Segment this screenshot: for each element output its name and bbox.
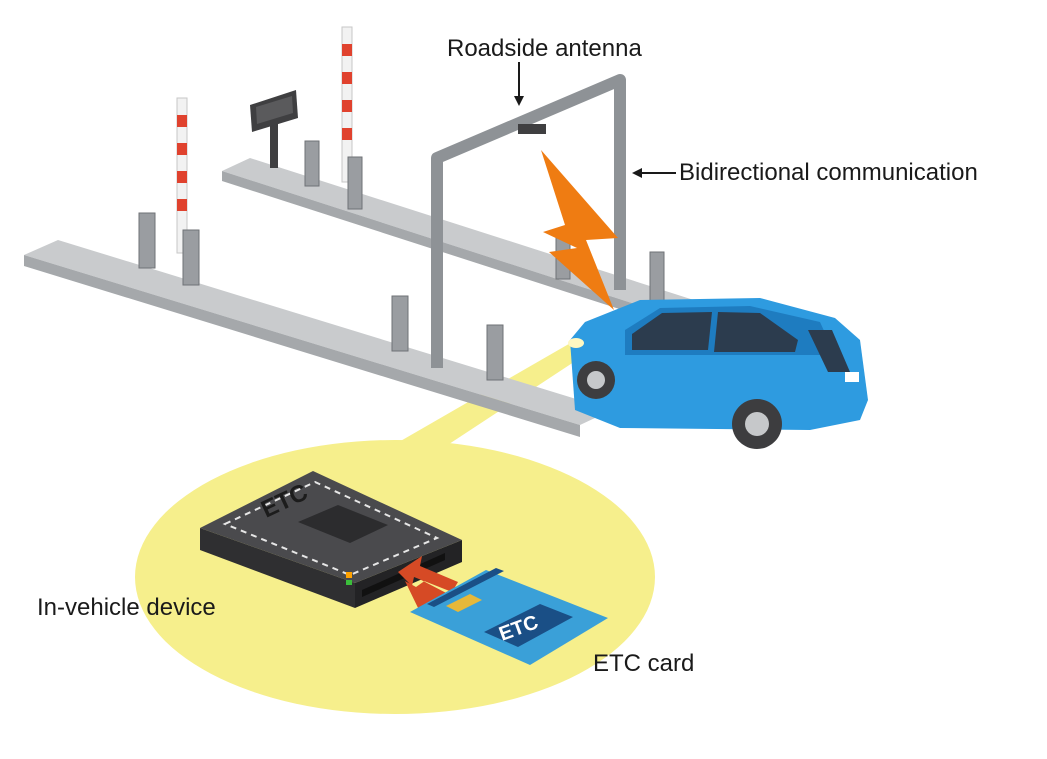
toll-island-front: [24, 240, 612, 437]
antenna-gantry: [431, 74, 626, 368]
bidirectional-communication-label: Bidirectional communication: [679, 159, 978, 186]
in-vehicle-device-label: In-vehicle device: [37, 594, 216, 621]
arrow-to-gantry: [632, 168, 676, 178]
etc-card-label: ETC card: [593, 650, 695, 677]
sign-board: [250, 90, 298, 168]
etc-card: ETC: [410, 568, 608, 665]
arrow-to-antenna: [514, 62, 524, 106]
bollards: [138, 140, 665, 381]
barrier-gate-back: [341, 26, 353, 183]
barrier-gate-front: [176, 97, 188, 254]
toll-island-back: [222, 158, 700, 326]
roadside-antenna-unit: [518, 124, 546, 134]
signal-lightning-icon: [541, 150, 618, 310]
roadside-antenna-label: Roadside antenna: [447, 35, 642, 62]
car: [568, 298, 868, 449]
